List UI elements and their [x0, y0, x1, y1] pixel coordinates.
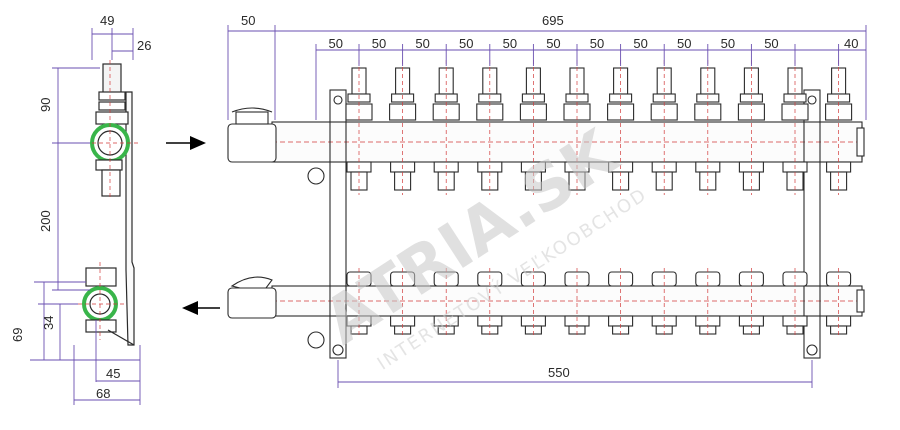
dim-return-height-label: 34 [41, 316, 56, 330]
dim-top-width-label: 49 [100, 13, 114, 28]
dim-outlet-pitch-labels: 50 50 50 50 50 50 50 50 50 50 50 [329, 36, 779, 51]
dim-outlet-pitch-label: 50 [415, 36, 429, 51]
dim-top-width [91, 28, 134, 60]
outlet [607, 44, 635, 336]
dim-outlet-pitch-label: 50 [677, 36, 691, 51]
dim-bottom-width-inner-label: 45 [106, 366, 120, 381]
dim-top-offset-label: 26 [137, 38, 151, 53]
dim-outlet-pitch-label: 50 [503, 36, 517, 51]
outlet [781, 44, 809, 336]
outlet [650, 44, 678, 336]
outlet [737, 44, 765, 336]
mounting-bracket-left [329, 89, 347, 359]
dim-outlet-pitch-label: 50 [459, 36, 473, 51]
outlet [432, 44, 460, 336]
dim-outlet-pitch-label: 50 [721, 36, 735, 51]
outlet [519, 44, 547, 336]
dim-bracket-spacing [337, 360, 813, 388]
dim-end-length-label: 40 [844, 36, 858, 51]
bracket-plate [125, 91, 135, 346]
front-view: 50 695 50 50 50 50 50 50 50 50 50 50 50 40 [227, 13, 867, 388]
side-return-valve-top [85, 267, 117, 287]
arrow-right-icon [166, 136, 206, 150]
return-ball-valve [227, 276, 277, 319]
dim-bracket-spacing-label: 550 [548, 365, 570, 380]
dim-outlet-pitch-label: 50 [329, 36, 343, 51]
outlet [389, 44, 417, 336]
dim-overall-length-label: 695 [542, 13, 564, 28]
return-vent-knob [307, 331, 325, 349]
outlet [825, 44, 853, 336]
outlet [563, 44, 591, 336]
dim-side-verticals [30, 67, 141, 405]
dim-supply-height-label: 90 [38, 98, 53, 112]
outlet-group [315, 44, 853, 336]
arrow-left-icon [182, 301, 220, 315]
dim-outlet-pitch-label: 50 [764, 36, 778, 51]
side-view: 49 26 [10, 13, 151, 405]
mounting-bracket-right [803, 89, 821, 359]
supply-ball-valve [227, 107, 277, 163]
outlet [694, 44, 722, 336]
outlet [476, 44, 504, 336]
dim-outlet-pitch-label: 50 [372, 36, 386, 51]
dim-front-top [227, 25, 867, 120]
dim-bottom-height-label: 69 [10, 328, 25, 342]
dim-left-offset-label: 50 [241, 13, 255, 28]
dim-spacing-label: 200 [38, 210, 53, 232]
dim-outlet-pitch-label: 50 [633, 36, 647, 51]
outlet [345, 44, 373, 336]
supply-vent-knob [307, 167, 325, 185]
dim-outlet-pitch-label: 50 [590, 36, 604, 51]
side-supply-valve-top [102, 63, 122, 95]
dim-bottom-width-outer-label: 68 [96, 386, 110, 401]
dim-outlet-pitch-label: 50 [546, 36, 560, 51]
